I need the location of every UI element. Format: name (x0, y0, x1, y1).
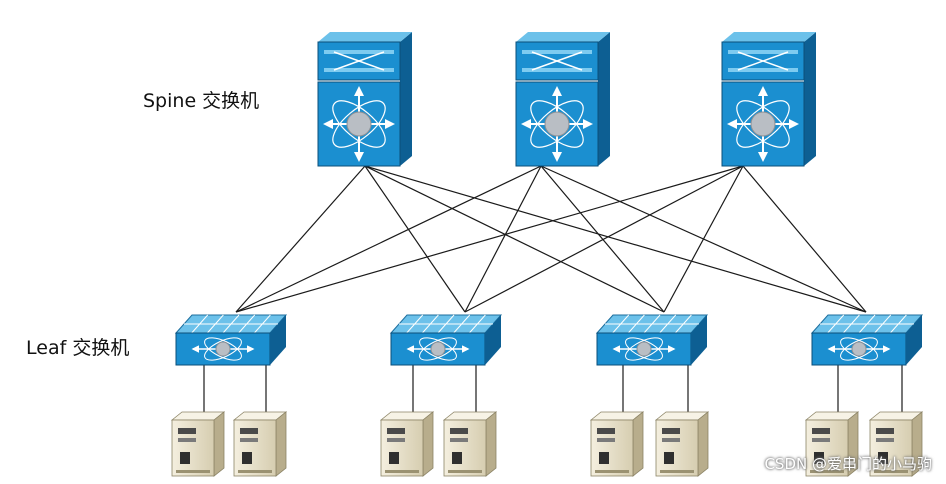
spine-switch-2 (515, 32, 610, 167)
link-spine-switch-1-leaf-switch-4 (364, 165, 867, 313)
link-spine-switch-1-leaf-switch-2 (364, 165, 466, 313)
leaf-switches (174, 314, 924, 366)
link-spine-switch-2-leaf-switch-2 (464, 165, 542, 313)
spine-switches (317, 32, 816, 167)
leaf-switch-2 (389, 314, 503, 366)
link-spine-switch-1-leaf-switch-3 (364, 165, 665, 313)
link-spine-switch-2-leaf-switch-1 (235, 165, 542, 313)
link-spine-switch-3-leaf-switch-4 (742, 165, 867, 313)
watermark: CSDN @爱串门的小马驹 (764, 455, 932, 473)
server-4-2 (868, 411, 924, 477)
link-spine-switch-1-leaf-switch-1 (235, 165, 366, 313)
spine-label: Spine 交换机 (143, 90, 260, 112)
leaf-switch-1 (174, 314, 288, 366)
leaf-server-links (203, 365, 903, 412)
spine-leaf-links (235, 165, 867, 313)
server-2-1 (379, 411, 435, 477)
server-4-1 (804, 411, 860, 477)
servers (170, 411, 924, 477)
spine-switch-1 (317, 32, 412, 167)
link-spine-switch-2-leaf-switch-3 (540, 165, 665, 313)
leaf-label: Leaf 交换机 (26, 337, 130, 359)
server-3-1 (589, 411, 645, 477)
link-spine-switch-3-leaf-switch-3 (663, 165, 744, 313)
spine-switch-3 (721, 32, 816, 167)
server-2-2 (442, 411, 498, 477)
server-1-2 (232, 411, 288, 477)
leaf-switch-3 (595, 314, 709, 366)
server-1-1 (170, 411, 226, 477)
link-spine-switch-3-leaf-switch-2 (464, 165, 744, 313)
link-spine-switch-3-leaf-switch-1 (235, 165, 744, 313)
leaf-switch-4 (810, 314, 924, 366)
server-3-2 (654, 411, 710, 477)
